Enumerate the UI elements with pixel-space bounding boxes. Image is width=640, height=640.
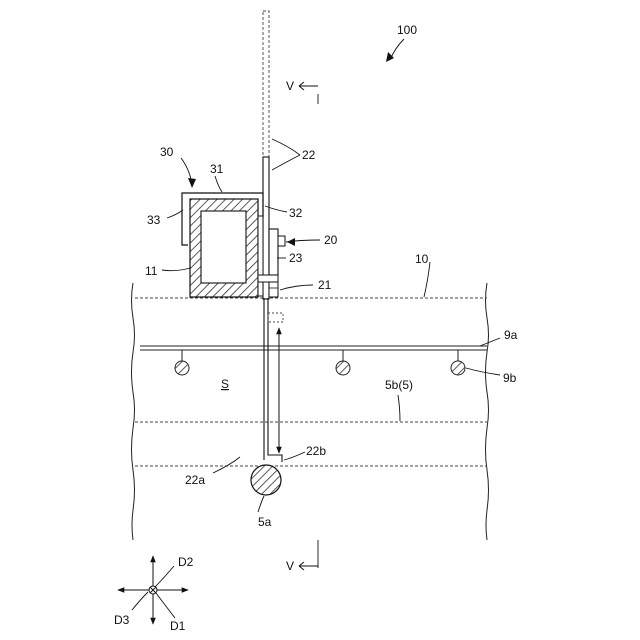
dashed-levels bbox=[135, 298, 487, 466]
label-part-32: 32 bbox=[289, 206, 303, 220]
label-space-s: S bbox=[221, 377, 229, 391]
leader-lines bbox=[132, 39, 500, 618]
label-end-22b: 22b bbox=[306, 444, 326, 458]
label-assembly: 100 bbox=[397, 23, 417, 37]
label-guide-22: 22 bbox=[302, 148, 316, 162]
label-rail-9a: 9a bbox=[504, 328, 518, 342]
label-part-10: 10 bbox=[415, 252, 429, 266]
label-unit-30: 30 bbox=[160, 145, 174, 159]
label-part-31: 31 bbox=[210, 162, 224, 176]
guide-phantom-end bbox=[268, 313, 283, 322]
rollers-9b bbox=[175, 350, 465, 375]
label-shaft-5b: 5b(5) bbox=[385, 378, 413, 392]
stopper-21 bbox=[258, 275, 278, 282]
shaft-5a bbox=[251, 465, 281, 495]
rail-9a bbox=[140, 346, 487, 350]
label-unit-20: 20 bbox=[324, 233, 338, 247]
guide-22-phantom bbox=[263, 11, 269, 157]
label-dir-d2: D2 bbox=[178, 555, 194, 569]
screw-21 bbox=[269, 282, 278, 297]
label-section-top: V bbox=[286, 79, 294, 93]
label-shaft-5a: 5a bbox=[258, 515, 272, 529]
label-dir-d1: D1 bbox=[170, 619, 186, 633]
knob-23 bbox=[278, 236, 285, 246]
label-section-bottom: V bbox=[286, 559, 294, 573]
label-part-21: 21 bbox=[318, 278, 332, 292]
label-part-23: 23 bbox=[289, 251, 303, 265]
block-11-hollow bbox=[201, 211, 246, 283]
plate-32 bbox=[258, 216, 263, 296]
label-part-33: 33 bbox=[147, 213, 161, 227]
vessel-outline bbox=[132, 283, 489, 540]
holder-23 bbox=[269, 229, 278, 275]
label-part-11: 11 bbox=[145, 264, 158, 278]
label-dir-d3: D3 bbox=[114, 613, 130, 627]
label-end-22a: 22a bbox=[185, 473, 205, 487]
label-roller-9b: 9b bbox=[503, 371, 517, 385]
